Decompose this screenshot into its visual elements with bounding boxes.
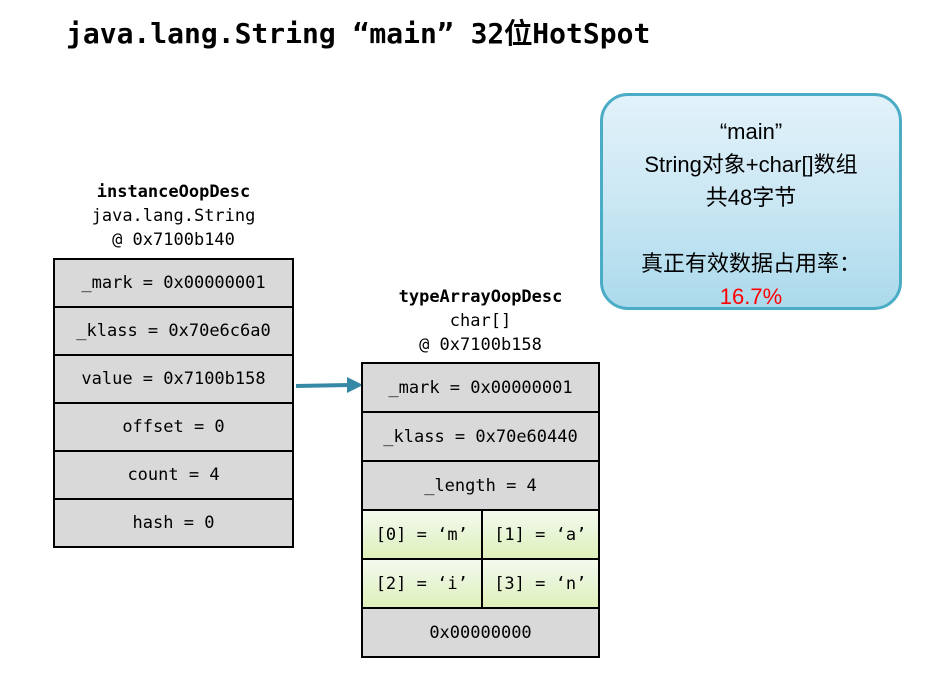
string-object-address: @ 0x7100b140 bbox=[112, 230, 235, 250]
page-title: java.lang.String “main” 32位HotSpot bbox=[66, 17, 651, 50]
char-cell-1: [1] = ‘a’ bbox=[480, 511, 598, 558]
char-array-class-label: char[] bbox=[449, 311, 512, 331]
char-cell-2: [2] = ‘i’ bbox=[363, 560, 481, 607]
annotation-callout: “main” String对象+char[]数组 共48字节 真正有效数据占用率… bbox=[600, 93, 902, 310]
table-row-length: _length = 4 bbox=[361, 460, 600, 511]
callout-ratio-value: 16.7% bbox=[719, 284, 783, 309]
table-row-klass: _klass = 0x70e60440 bbox=[361, 411, 600, 462]
table-row-offset: offset = 0 bbox=[53, 402, 294, 452]
table-row-padding: 0x00000000 bbox=[361, 607, 600, 658]
callout-spacer bbox=[603, 214, 899, 247]
callout-quote: “main” bbox=[719, 119, 783, 144]
char-array-table: _mark = 0x00000001 _klass = 0x70e60440 _… bbox=[361, 362, 600, 658]
table-row-hash: hash = 0 bbox=[53, 498, 294, 548]
char-array-header: typeArrayOopDesc char[] @ 0x7100b158 bbox=[361, 285, 600, 357]
char-array-address: @ 0x7100b158 bbox=[419, 335, 542, 355]
table-row-klass: _klass = 0x70e6c6a0 bbox=[53, 306, 294, 356]
callout-composition: String对象+char[]数组 bbox=[644, 152, 858, 177]
table-row-mark: _mark = 0x00000001 bbox=[361, 362, 600, 413]
table-row-count: count = 4 bbox=[53, 450, 294, 500]
callout-ratio-label: 真正有效数据占用率： bbox=[640, 251, 861, 276]
table-row-chars-0-1: [0] = ‘m’ [1] = ‘a’ bbox=[361, 509, 600, 560]
string-object-header: instanceOopDesc java.lang.String @ 0x710… bbox=[53, 180, 294, 252]
table-row-value: value = 0x7100b158 bbox=[53, 354, 294, 404]
string-object-type-label: instanceOopDesc bbox=[96, 182, 251, 202]
value-pointer-arrow-icon bbox=[295, 377, 363, 393]
table-row-chars-2-3: [2] = ‘i’ [3] = ‘n’ bbox=[361, 558, 600, 609]
table-row-mark: _mark = 0x00000001 bbox=[53, 258, 294, 308]
char-cell-0: [0] = ‘m’ bbox=[363, 511, 481, 558]
char-array-type-label: typeArrayOopDesc bbox=[398, 287, 563, 307]
callout-size: 共48字节 bbox=[705, 185, 797, 210]
string-object-class-label: java.lang.String bbox=[91, 206, 256, 226]
char-cell-3: [3] = ‘n’ bbox=[480, 560, 598, 607]
string-object-table: _mark = 0x00000001 _klass = 0x70e6c6a0 v… bbox=[53, 258, 294, 548]
